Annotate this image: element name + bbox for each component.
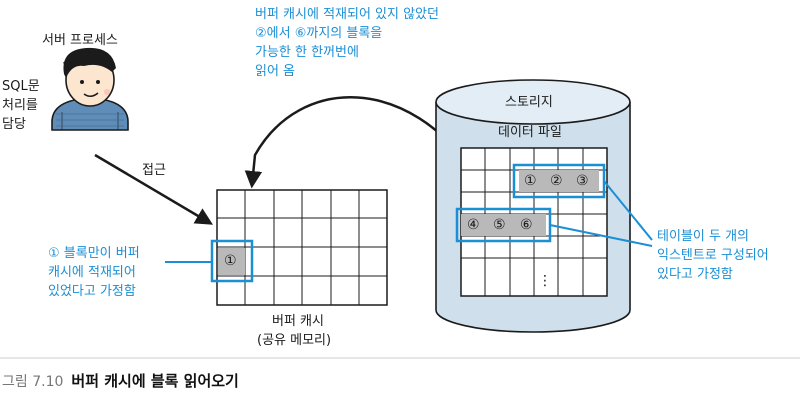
caption-title: 버퍼 캐시에 블록 읽어오기	[71, 372, 239, 390]
caption-number: 그림 7.10	[2, 374, 64, 390]
read-note-line4: 읽어 옴	[255, 64, 296, 79]
more-blocks-ellipsis: ⋮	[538, 273, 552, 289]
read-note-line3: 가능한 한 한꺼번에	[255, 45, 359, 60]
buffer-cached-block: ①	[224, 253, 237, 269]
extent1-block-2: ②	[550, 173, 563, 189]
access-arrow	[94, 153, 214, 225]
extent1-block-3: ③	[576, 173, 589, 189]
process-role-line3: 담당	[2, 117, 26, 132]
extent-2-connector	[549, 224, 653, 247]
read-note-line2: ②에서 ⑥까지의 블록을	[255, 26, 383, 41]
storage-title: 스토리지	[505, 95, 553, 110]
figure-caption: 그림 7.10 버퍼 캐시에 블록 읽어오기	[2, 370, 239, 391]
data-file-label: 데이터 파일	[498, 125, 562, 140]
server-process-person-icon	[51, 47, 129, 131]
extent-note-line2: 익스텐트로 구성되어	[657, 248, 769, 263]
extent-note-line1: 테이블이 두 개의	[657, 229, 749, 244]
buffer-cache-grid	[210, 189, 388, 306]
extent2-block-5: ⑤	[493, 217, 506, 233]
extent-1-connector	[603, 180, 653, 241]
extent2-block-4: ④	[467, 217, 480, 233]
extent2-block-6: ⑥	[520, 217, 533, 233]
extent1-block-1: ①	[524, 173, 537, 189]
process-title: 서버 프로세스	[42, 33, 118, 48]
cached-note-line1: ① 블록만이 버퍼	[48, 246, 140, 261]
cached-note-line3: 있었다고 가정함	[48, 284, 136, 299]
cached-note-line2: 캐시에 적재되어	[48, 265, 136, 280]
process-role-line1: SQL문	[2, 79, 40, 94]
process-role-line2: 처리를	[2, 98, 38, 113]
access-label: 접근	[142, 163, 166, 178]
data-file-grid	[455, 147, 608, 297]
extent-note-line3: 있다고 가정함	[657, 267, 733, 282]
read-note-line1: 버퍼 캐시에 적재되어 있지 않았던	[255, 7, 439, 22]
buffer-cache-sublabel: (공유 메모리)	[257, 333, 332, 348]
buffer-cache-label: 버퍼 캐시	[272, 314, 324, 329]
